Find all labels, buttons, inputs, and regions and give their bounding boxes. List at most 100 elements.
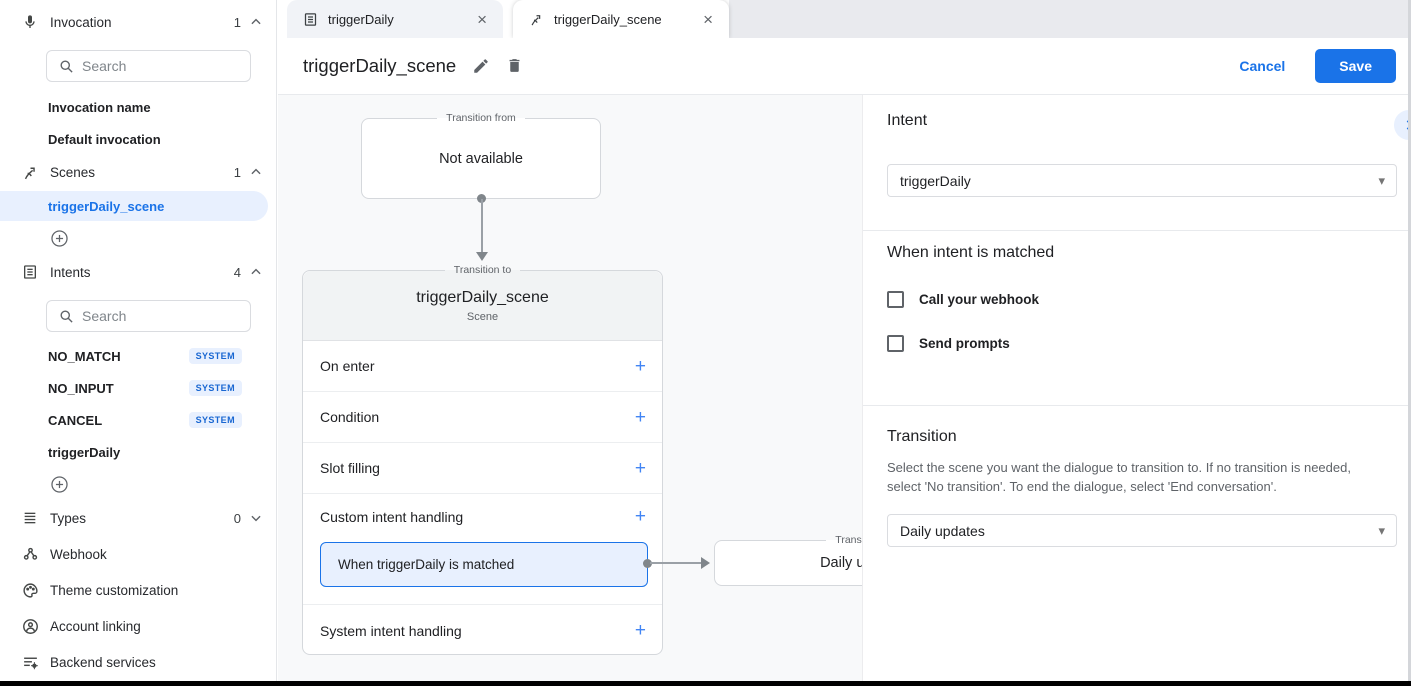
sidebar-item-theme-customization[interactable]: Theme customization <box>0 574 277 606</box>
row-label: Slot filling <box>320 460 380 476</box>
sidebar-item-triggerdaily[interactable]: triggerDaily <box>48 445 121 460</box>
flow-canvas[interactable]: Transition from Not available Transition… <box>278 95 862 681</box>
transition-help-text: Select the scene you want the dialogue t… <box>887 460 1351 494</box>
sidebar-section-scenes[interactable]: Scenes 1 <box>0 156 277 188</box>
mic-icon <box>21 13 39 31</box>
scene-row-system-intent-handling[interactable]: System intent handling + <box>303 605 662 656</box>
sidebar-item-default-invocation[interactable]: Default invocation <box>48 132 161 147</box>
intent-select-value: triggerDaily <box>900 172 971 189</box>
scene-row-slot-filling[interactable]: Slot filling + <box>303 443 662 494</box>
transition-heading: Transition <box>887 428 957 445</box>
sidebar-item-label: Backend services <box>50 654 156 670</box>
delete-icon[interactable] <box>506 57 524 75</box>
add-icon[interactable]: + <box>634 406 646 428</box>
connector-dot <box>477 194 486 203</box>
sidebar: Invocation 1 Invocation name Default inv… <box>0 0 277 681</box>
add-icon[interactable]: + <box>634 457 646 479</box>
scene-item-label: triggerDaily_scene <box>48 198 165 214</box>
cancel-button[interactable]: Cancel <box>1223 50 1301 82</box>
connector-line <box>650 562 702 564</box>
arrowhead-right-icon <box>701 557 710 569</box>
edit-icon[interactable] <box>472 57 490 75</box>
checkbox-call-your-webhook[interactable]: Call your webhook <box>887 291 1039 308</box>
row-label: Condition <box>320 409 380 425</box>
scene-row-condition[interactable]: Condition + <box>303 392 662 443</box>
types-count: 0 <box>233 510 241 526</box>
scene-row-on-enter[interactable]: On enter + <box>303 341 662 392</box>
sidebar-item-invocation-name[interactable]: Invocation name <box>48 100 151 115</box>
tab-bar: triggerDaily × triggerDaily_scene × <box>278 0 1411 38</box>
intent-select[interactable]: triggerDaily ▾ <box>887 164 1397 197</box>
transition-from-value: Not available <box>439 150 523 167</box>
add-icon[interactable]: + <box>634 506 646 527</box>
checkbox-send-prompts[interactable]: Send prompts <box>887 335 1010 352</box>
sidebar-item-label: Account linking <box>50 618 141 634</box>
chevron-down-icon[interactable] <box>249 511 263 525</box>
close-icon[interactable]: × <box>477 9 487 29</box>
sidebar-section-types[interactable]: Types 0 <box>0 502 277 534</box>
sidebar-item-label: Webhook <box>50 546 107 562</box>
sidebar-item-webhook[interactable]: Webhook <box>0 538 277 570</box>
tab-bar-filler <box>729 0 1411 38</box>
sidebar-item-no-input[interactable]: NO_INPUT <box>48 381 114 396</box>
sidebar-item-cancel[interactable]: CANCEL <box>48 413 103 428</box>
add-icon[interactable]: + <box>634 620 646 641</box>
sidebar-section-label: Invocation <box>50 14 112 30</box>
invocation-count: 1 <box>233 14 241 30</box>
close-icon[interactable]: × <box>703 9 713 29</box>
checkbox-icon[interactable] <box>887 291 904 308</box>
sidebar-section-label: Scenes <box>50 164 96 180</box>
intents-search[interactable] <box>46 300 251 332</box>
transition-select-value: Daily updates <box>900 522 985 539</box>
chevron-up-icon[interactable] <box>249 15 263 29</box>
transition-select[interactable]: Daily updates ▾ <box>887 514 1397 547</box>
sidebar-section-intents[interactable]: Intents 4 <box>0 256 277 288</box>
tab-triggerdaily[interactable]: triggerDaily × <box>287 0 503 38</box>
dropdown-caret-icon: ▾ <box>1378 522 1385 538</box>
transition-target-card[interactable]: Transition to Daily updates <box>714 534 862 586</box>
add-scene-button[interactable] <box>50 229 69 248</box>
checkbox-icon[interactable] <box>887 335 904 352</box>
scene-row-custom-intent-handling[interactable]: Custom intent handling + When triggerDai… <box>303 494 662 605</box>
search-icon <box>60 60 73 73</box>
tab-label: triggerDaily_scene <box>554 11 662 27</box>
sidebar-section-label: Intents <box>50 264 91 280</box>
sidebar-item-account-linking[interactable]: Account linking <box>0 610 277 642</box>
page-header: triggerDaily_scene Cancel Save <box>278 38 1411 95</box>
sidebar-item-no-match[interactable]: NO_MATCH <box>48 349 121 364</box>
checkbox-label: Call your webhook <box>919 292 1040 307</box>
row-label: System intent handling <box>320 622 462 639</box>
sidebar-item-backend-services[interactable]: Backend services <box>0 646 277 678</box>
scene-icon <box>21 163 39 181</box>
chevron-up-icon[interactable] <box>249 265 263 279</box>
connector-line <box>481 199 483 253</box>
window-bottom-edge <box>0 681 1411 686</box>
intent-handler-chip[interactable]: When triggerDaily is matched <box>320 542 648 587</box>
invocation-search-input[interactable] <box>82 58 222 74</box>
theme-icon <box>21 581 39 599</box>
transition-target-value: Daily updates <box>820 555 862 571</box>
add-intent-button[interactable] <box>50 475 69 494</box>
tab-triggerdaily-scene[interactable]: triggerDaily_scene × <box>513 0 729 38</box>
arrowhead-down-icon <box>476 252 488 261</box>
add-icon[interactable]: + <box>634 355 646 377</box>
scene-card-subtitle: Scene <box>466 310 499 323</box>
matched-heading: When intent is matched <box>887 244 1055 261</box>
save-button[interactable]: Save <box>1315 49 1396 83</box>
intents-search-input[interactable] <box>82 308 222 324</box>
scene-card: Transition to triggerDaily_scene Scene O… <box>302 264 663 656</box>
sidebar-section-invocation[interactable]: Invocation 1 <box>0 6 277 38</box>
chevron-up-icon[interactable] <box>249 165 263 179</box>
invocation-search[interactable] <box>46 50 251 82</box>
scene-card-title: triggerDaily_scene <box>416 288 549 306</box>
content: Transition from Not available Transition… <box>278 95 1411 686</box>
handler-label: When triggerDaily is matched <box>338 557 515 572</box>
scrollbar-track[interactable] <box>1408 0 1411 681</box>
account-icon <box>21 617 39 635</box>
intent-icon <box>303 12 318 27</box>
intents-count: 4 <box>233 264 241 280</box>
system-badge: SYSTEM <box>188 380 242 396</box>
main-area: triggerDaily × triggerDaily_scene × trig… <box>278 0 1411 686</box>
sidebar-item-triggerdaily-scene[interactable]: triggerDaily_scene <box>0 191 268 221</box>
